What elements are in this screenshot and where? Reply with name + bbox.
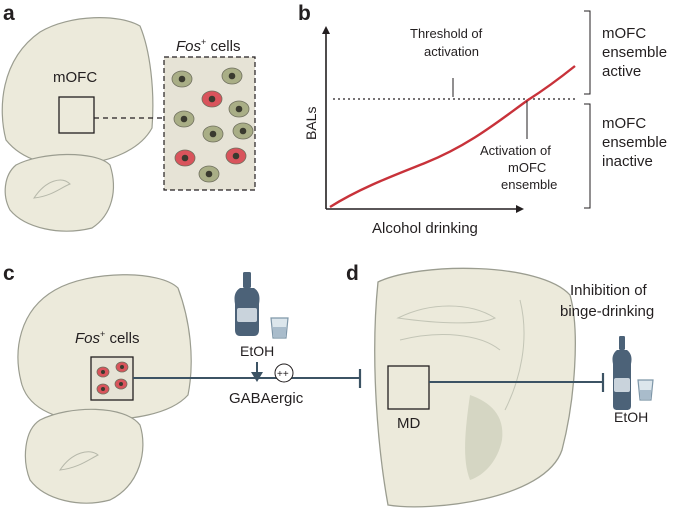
etoh-bottle-icon-c <box>234 272 260 336</box>
fos-positive-cell <box>201 90 223 108</box>
brain-contour-2 <box>399 334 501 351</box>
inactive-label-line1: mOFC <box>602 115 646 132</box>
glass-icon-d <box>637 379 654 401</box>
olfactory-lobe <box>4 153 114 232</box>
etoh-arrow-head <box>251 372 263 382</box>
fos-positive-cell <box>114 378 128 390</box>
inactive-bracket <box>584 103 591 209</box>
active-bracket <box>584 10 591 95</box>
etoh-bottle-icon-d <box>612 336 632 410</box>
md-region-box <box>387 365 430 410</box>
panel-a-letter: a <box>3 2 15 25</box>
fos-negative-cell <box>171 70 193 88</box>
active-label-line1: mOFC <box>602 25 646 42</box>
fos-positive-cell <box>225 147 247 165</box>
mofc-region-box <box>58 96 95 134</box>
panel-b-letter: b <box>298 2 311 25</box>
panel-d-letter: d <box>346 262 359 285</box>
brain-shaded-tract <box>465 395 503 480</box>
fos-positive-cell <box>96 366 110 378</box>
bal-curve <box>329 65 576 209</box>
fos-negative-cell <box>221 67 243 85</box>
activation-label-line2: mOFC <box>508 160 546 175</box>
brain-contour-3 <box>504 299 525 411</box>
mofc-brain-section <box>1 17 154 166</box>
olfactory-lobe-c <box>24 408 144 504</box>
active-label-line3: active <box>602 63 641 80</box>
mofc-brain-section-c <box>17 274 192 421</box>
etoh-label-d: EtOH <box>614 409 648 425</box>
panel-c: c Fos+ cells GABAergic EtOH ++ <box>3 262 362 504</box>
lobe-fold-c <box>58 451 99 471</box>
cell-group-c <box>96 361 129 395</box>
inactive-label-line2: ensemble <box>602 134 667 151</box>
active-label-line2: ensemble <box>602 44 667 61</box>
brain-contour-1 <box>396 305 497 324</box>
md-label: MD <box>397 415 420 432</box>
inactive-label-line3: inactive <box>602 153 653 170</box>
plus-badge-text: ++ <box>277 369 289 380</box>
etoh-label-c: EtOH <box>240 343 274 359</box>
fos-negative-cell <box>202 125 224 143</box>
activation-label-line3: ensemble <box>501 177 557 192</box>
threshold-label-line2: activation <box>424 44 479 59</box>
fos-negative-cell <box>198 165 220 183</box>
fos-cells-title: Fos+ cells <box>176 37 240 55</box>
inhibition-label-line2: binge-drinking <box>560 303 654 320</box>
x-axis-label: Alcohol drinking <box>372 220 478 237</box>
y-axis-label: BALs <box>303 107 319 140</box>
gabaergic-label: GABAergic <box>229 390 304 407</box>
inhibition-label-line1: Inhibition of <box>570 282 648 299</box>
fos-negative-cell <box>228 100 250 118</box>
lobe-fold <box>32 179 71 199</box>
panel-d: d MD Inhibition of binge-drinking EtOH <box>346 262 654 508</box>
panel-a: a mOFC Fos+ cells <box>1 2 256 232</box>
plus-badge <box>274 363 294 383</box>
md-brain-section <box>374 267 576 508</box>
fos-positive-cell <box>115 361 129 373</box>
activation-label-line1: Activation of <box>480 143 551 158</box>
fos-negative-cell <box>173 110 195 128</box>
glass-icon-c <box>270 317 289 339</box>
fos-negative-cell <box>232 122 254 140</box>
fos-positive-cell <box>96 383 110 395</box>
panel-c-letter: c <box>3 262 15 285</box>
mofc-label: mOFC <box>53 69 97 86</box>
cell-group-a <box>171 67 254 183</box>
fos-cells-label-c: Fos+ cells <box>75 329 139 347</box>
fos-positive-cell <box>174 149 196 167</box>
panel-b: b BALs Alcohol drinking Threshold of act… <box>298 2 667 237</box>
threshold-label-line1: Threshold of <box>410 26 483 41</box>
